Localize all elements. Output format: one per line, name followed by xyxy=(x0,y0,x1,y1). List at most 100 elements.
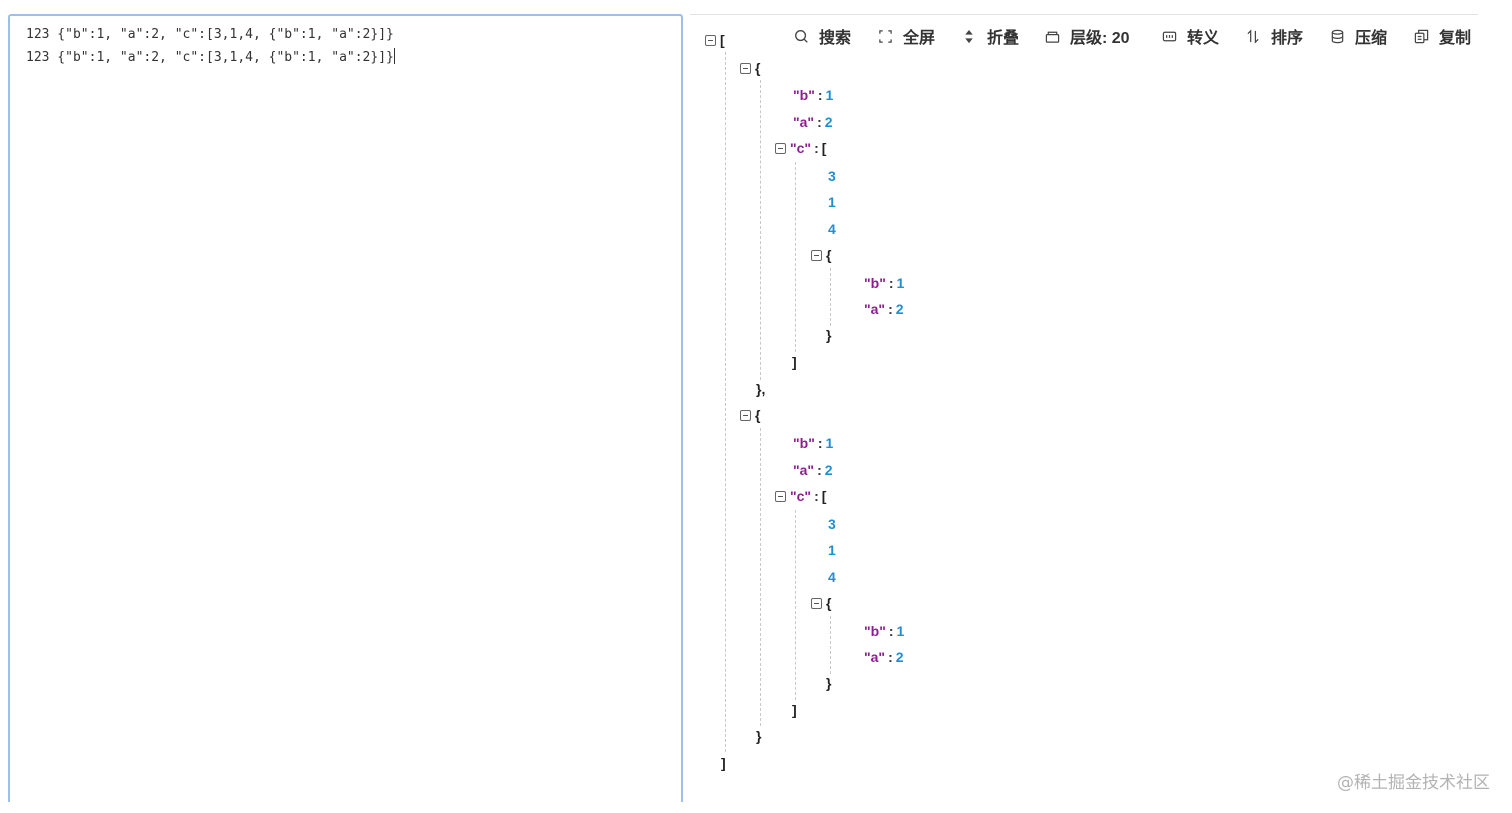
tree-row-close: } xyxy=(756,724,761,748)
copy-button[interactable]: 复制 xyxy=(1413,22,1471,50)
json-colon: : xyxy=(888,649,893,665)
json-colon: : xyxy=(817,87,823,103)
database-icon xyxy=(1329,28,1345,44)
tree-row-close: } xyxy=(826,323,831,347)
sort-arrows-icon xyxy=(961,28,977,44)
tree-row-kv: "b":1 xyxy=(864,619,904,643)
tree-row-close: ] xyxy=(792,698,797,722)
json-number: 1 xyxy=(825,87,834,103)
tree-row-root-close: ] xyxy=(721,751,726,775)
sort-button[interactable]: 排序 xyxy=(1245,22,1303,50)
object-close-brace: } xyxy=(826,675,832,691)
tree-row-value: 4 xyxy=(828,217,836,241)
collapse-toggle-icon[interactable] xyxy=(705,34,716,46)
escape-icon xyxy=(1161,28,1177,44)
json-number: 2 xyxy=(824,114,833,130)
json-number: 2 xyxy=(895,649,904,665)
json-number: 2 xyxy=(824,462,833,478)
tree-row-object-2: { xyxy=(740,403,760,427)
object-open-brace: { xyxy=(755,60,761,76)
tree-row-value: 4 xyxy=(828,565,836,589)
array-open-bracket: [ xyxy=(821,488,827,504)
json-number: 4 xyxy=(828,221,836,237)
fullscreen-icon xyxy=(877,28,893,44)
toolbar-divider xyxy=(690,14,1478,15)
search-icon xyxy=(793,28,809,44)
collapse-toggle-icon[interactable] xyxy=(775,490,786,502)
json-key: "a" xyxy=(864,301,886,317)
sort-label: 排序 xyxy=(1271,30,1304,47)
json-key: "a" xyxy=(793,462,815,478)
tree-row-kv: "a":2 xyxy=(864,645,904,669)
level-label: 层级: 20 xyxy=(1070,30,1130,47)
object-open-brace: { xyxy=(826,595,832,611)
copy-label: 复制 xyxy=(1439,30,1472,47)
tree-row-value: 1 xyxy=(828,190,836,214)
tree-row-root: [ xyxy=(705,28,725,52)
tree-row-array-c: "c":[ xyxy=(775,484,826,508)
compress-label: 压缩 xyxy=(1355,30,1388,47)
guide-line xyxy=(760,428,761,726)
json-number: 3 xyxy=(828,516,836,532)
root-open-bracket: [ xyxy=(720,32,725,48)
json-key: "b" xyxy=(793,87,815,103)
object-close-brace-comma: }, xyxy=(756,381,766,397)
tree-row-close: }, xyxy=(756,377,765,401)
sort-icon xyxy=(1245,28,1261,44)
guide-line xyxy=(795,510,796,700)
json-colon: : xyxy=(814,488,819,504)
viewer-toolbar: 搜索 全屏 折叠 层级: 20 转义 排序 压缩 xyxy=(0,22,1512,50)
tree-row-close: } xyxy=(826,671,831,695)
json-input-editor[interactable]: 123 {"b":1, "a":2, "c":[3,1,4, {"b":1, "… xyxy=(8,14,683,802)
json-colon: : xyxy=(888,275,894,291)
guide-line xyxy=(830,268,831,326)
json-number: 1 xyxy=(896,275,905,291)
collapse-toggle-icon[interactable] xyxy=(740,409,751,421)
collapse-toggle-icon[interactable] xyxy=(775,142,786,154)
tree-row-array-c: "c":[ xyxy=(775,136,826,160)
tree-row-nested-object: { xyxy=(811,243,831,267)
json-number: 1 xyxy=(825,435,834,451)
escape-label: 转义 xyxy=(1187,30,1220,47)
json-colon: : xyxy=(888,301,893,317)
json-colon: : xyxy=(888,623,894,639)
json-number: 3 xyxy=(828,168,836,184)
json-key: "c" xyxy=(790,140,812,156)
collapse-toggle-icon[interactable] xyxy=(811,597,822,609)
json-colon: : xyxy=(817,114,822,130)
array-open-bracket: [ xyxy=(821,140,827,156)
compress-button[interactable]: 压缩 xyxy=(1329,22,1387,50)
watermark: @稀土掘金技术社区 xyxy=(1337,773,1490,793)
json-key: "a" xyxy=(793,114,815,130)
tree-row-kv: "a":2 xyxy=(864,297,904,321)
collapse-toggle-icon[interactable] xyxy=(740,62,751,74)
tree-row-value: 3 xyxy=(828,164,836,188)
guide-line xyxy=(795,162,796,352)
object-close-brace: } xyxy=(756,728,762,744)
collapse-button[interactable]: 折叠 xyxy=(961,22,1019,50)
fullscreen-button[interactable]: 全屏 xyxy=(877,22,935,50)
object-open-brace: { xyxy=(755,407,761,423)
root-close-bracket: ] xyxy=(721,755,726,771)
json-number: 4 xyxy=(828,569,836,585)
guide-line xyxy=(725,52,726,752)
tree-row-kv: "b":1 xyxy=(864,271,904,295)
editor-line-1: 123 {"b":1, "a":2, "c":[3,1,4, {"b":1, "… xyxy=(26,27,394,42)
fullscreen-label: 全屏 xyxy=(903,30,936,47)
object-open-brace: { xyxy=(826,247,832,263)
json-number: 1 xyxy=(896,623,905,639)
json-key: "a" xyxy=(864,649,886,665)
collapse-toggle-icon[interactable] xyxy=(811,249,822,261)
editor-line-2: 123 {"b":1, "a":2, "c":[3,1,4, {"b":1, "… xyxy=(26,46,681,69)
collapse-label: 折叠 xyxy=(987,30,1020,47)
tree-row-object-1: { xyxy=(740,56,760,80)
editor-line-2-text: 123 {"b":1, "a":2, "c":[3,1,4, {"b":1, "… xyxy=(26,50,394,65)
escape-button[interactable]: 转义 xyxy=(1161,22,1219,50)
json-key: "b" xyxy=(864,275,886,291)
search-button[interactable]: 搜索 xyxy=(793,22,851,50)
layers-icon xyxy=(1044,28,1060,44)
level-button[interactable]: 层级: 20 xyxy=(1044,22,1130,50)
tree-row-kv: "b":1 xyxy=(793,83,833,107)
object-close-brace: } xyxy=(826,327,832,343)
copy-icon xyxy=(1413,28,1429,44)
